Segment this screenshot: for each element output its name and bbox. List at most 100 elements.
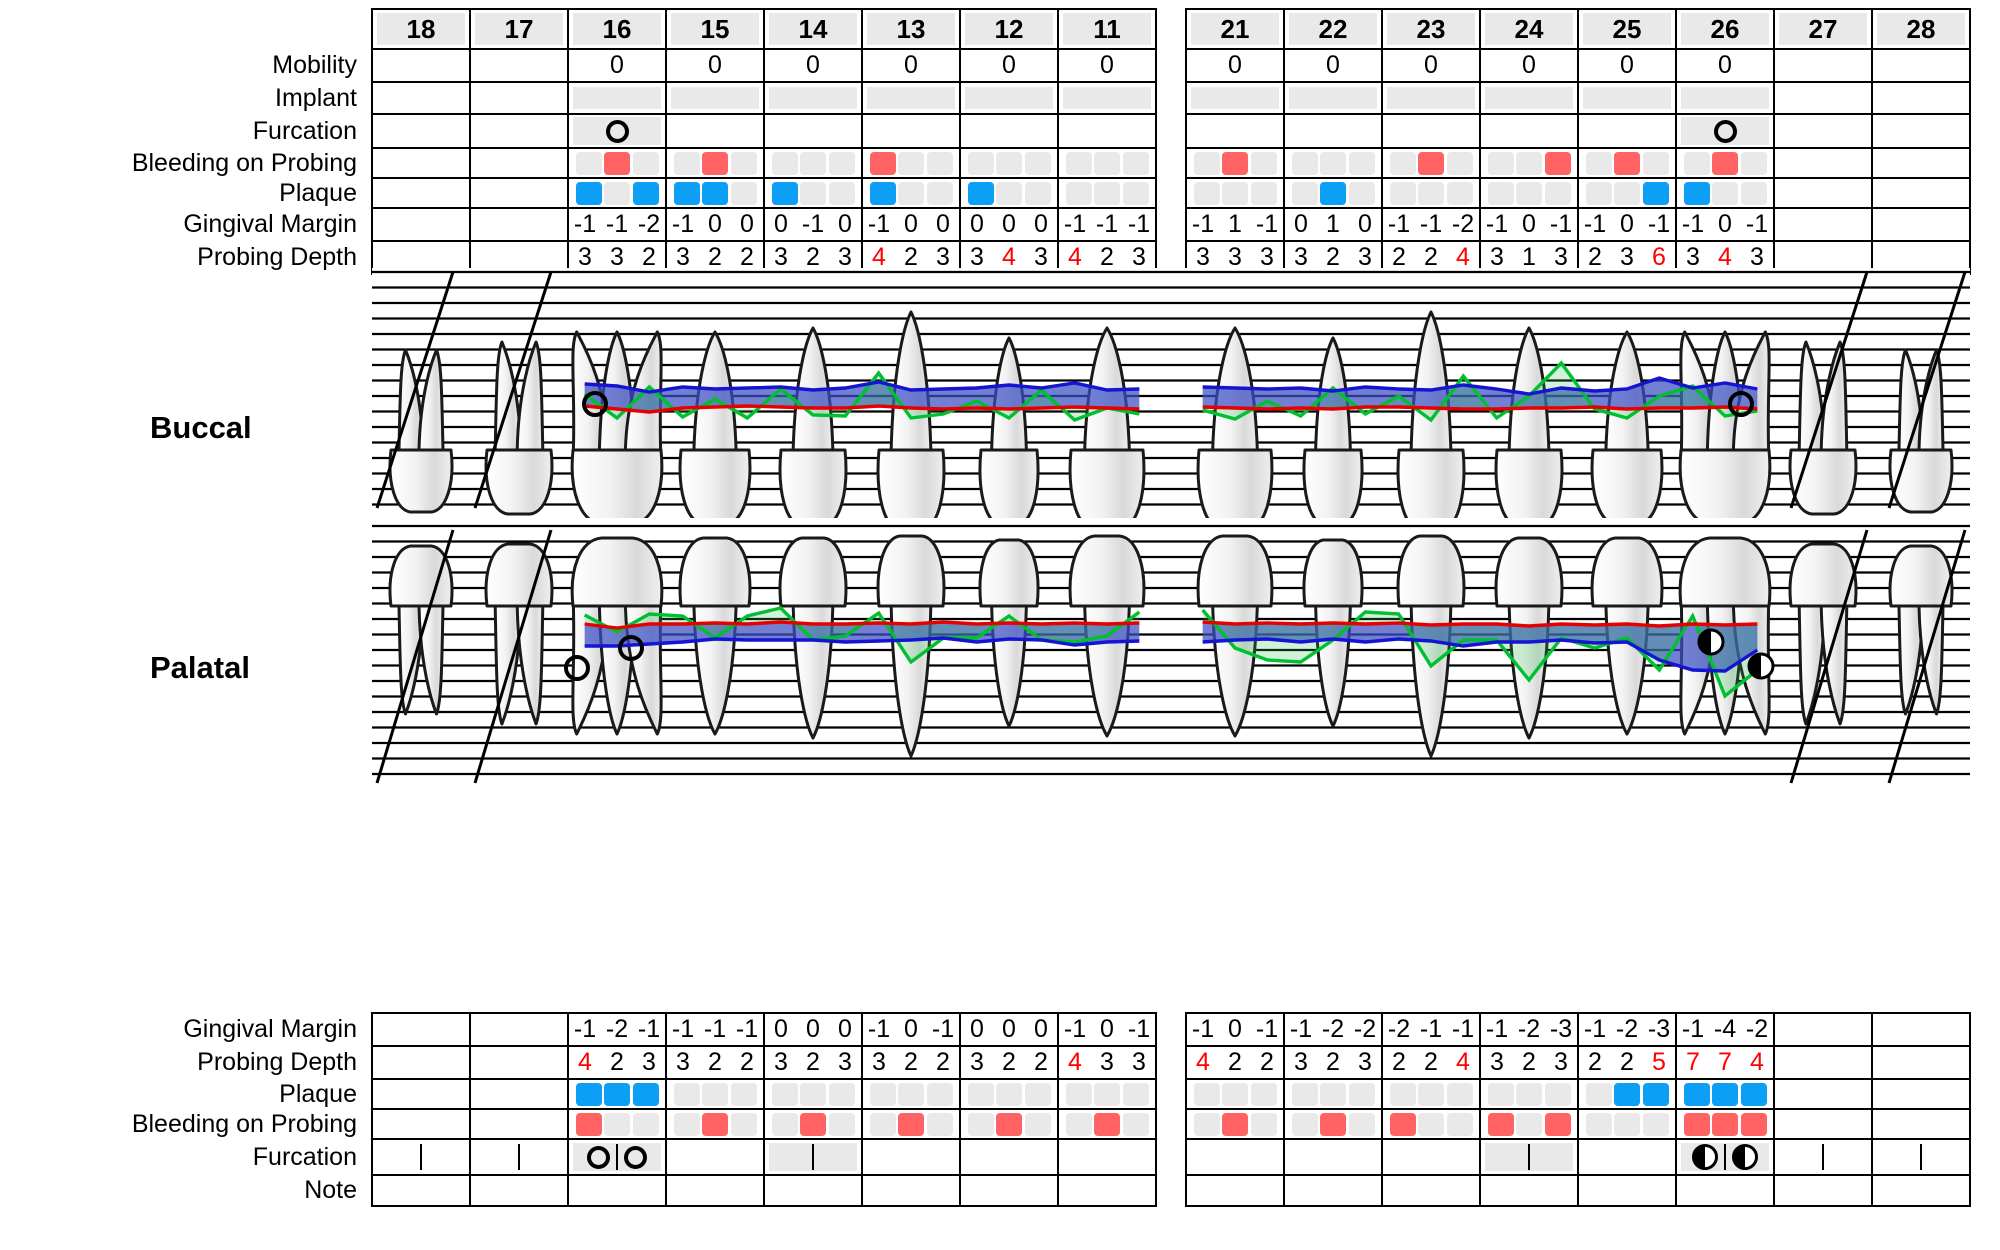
gingival-margin-cell-15-site[interactable]: -1: [671, 210, 695, 238]
probing-depth-cell-13-site[interactable]: 3: [936, 243, 950, 271]
gingival-margin-cell-24-site[interactable]: -1: [1549, 210, 1573, 238]
bleeding-marker[interactable]: [996, 1112, 1022, 1136]
palatal-gingival-margin-cell-11-site[interactable]: 0: [1100, 1015, 1114, 1043]
empty-marker[interactable]: [800, 181, 826, 205]
empty-marker[interactable]: [1250, 181, 1277, 205]
probing-depth-cell-12-site[interactable]: 3: [1034, 243, 1048, 271]
palatal-furcation-cell-12[interactable]: [959, 1138, 1059, 1176]
palatal-gingival-margin-cell-26[interactable]: -1-4-2: [1675, 1012, 1775, 1047]
mobility-cell-26[interactable]: 0: [1675, 48, 1775, 83]
empty-marker[interactable]: [828, 1082, 855, 1106]
empty-marker[interactable]: [1222, 181, 1248, 205]
empty-marker[interactable]: [1418, 181, 1444, 205]
empty-marker[interactable]: [1024, 1082, 1051, 1106]
empty-marker[interactable]: [926, 1082, 953, 1106]
palatal-probing-depth-cell-27[interactable]: [1773, 1045, 1873, 1080]
palatal-plaque-cell-17[interactable]: [469, 1078, 569, 1110]
empty-marker[interactable]: [1094, 151, 1120, 175]
probing-depth-cell-16-site[interactable]: 3: [578, 243, 592, 271]
bleeding-cell-11[interactable]: [1057, 147, 1157, 179]
probing-depth-cell-15-site[interactable]: 2: [740, 243, 754, 271]
palatal-gingival-margin-cell-13-site[interactable]: 0: [904, 1015, 918, 1043]
implant-cell-24[interactable]: [1479, 81, 1579, 115]
palatal-plaque-cell-21[interactable]: [1185, 1078, 1285, 1110]
note-cell-21[interactable]: [1185, 1174, 1285, 1207]
palatal-probing-depth-cell-28[interactable]: [1871, 1045, 1971, 1080]
gingival-margin-cell-12-site[interactable]: 0: [1002, 210, 1016, 238]
palatal-probing-depth-cell-23-site[interactable]: 2: [1392, 1048, 1406, 1076]
empty-marker[interactable]: [1024, 151, 1051, 175]
palatal-bleeding-cell-27[interactable]: [1773, 1108, 1873, 1140]
gingival-margin-cell-23-site[interactable]: -1: [1419, 210, 1443, 238]
empty-marker[interactable]: [1389, 1082, 1416, 1106]
empty-marker[interactable]: [1585, 1112, 1612, 1136]
probing-depth-cell-22-site[interactable]: 2: [1326, 243, 1340, 271]
gingival-margin-cell-22-site[interactable]: 0: [1358, 210, 1372, 238]
empty-marker[interactable]: [1389, 151, 1416, 175]
palatal-probing-depth-cell-24-site[interactable]: 2: [1522, 1048, 1536, 1076]
palatal-probing-depth-cell-12-site[interactable]: 2: [1002, 1048, 1016, 1076]
palatal-bleeding-cell-12[interactable]: [959, 1108, 1059, 1140]
bleeding-cell-17[interactable]: [469, 147, 569, 179]
furcation-cell-25[interactable]: [1577, 113, 1677, 149]
plaque-marker[interactable]: [575, 1082, 602, 1106]
probing-depth-cell-25-site[interactable]: 2: [1588, 243, 1602, 271]
palatal-probing-depth-cell-24-site[interactable]: 3: [1554, 1048, 1568, 1076]
gingival-margin-cell-22-site[interactable]: 0: [1294, 210, 1308, 238]
tooth-number-11[interactable]: 11: [1057, 8, 1157, 50]
note-cell-23[interactable]: [1381, 1174, 1481, 1207]
bleeding-marker[interactable]: [869, 151, 896, 175]
palatal-gingival-margin-cell-16-site[interactable]: -1: [573, 1015, 597, 1043]
palatal-furcation-cell-11[interactable]: [1057, 1138, 1157, 1176]
furcation-cell-14[interactable]: [763, 113, 863, 149]
bleeding-cell-24[interactable]: [1479, 147, 1579, 179]
empty-marker[interactable]: [1024, 1112, 1051, 1136]
gingival-margin-cell-22-site[interactable]: 1: [1326, 210, 1340, 238]
empty-marker[interactable]: [1193, 151, 1220, 175]
bleeding-marker[interactable]: [1389, 1112, 1416, 1136]
probing-depth-cell-14-site[interactable]: 2: [806, 243, 820, 271]
palatal-gingival-margin-cell-15-site[interactable]: -1: [735, 1015, 759, 1043]
empty-marker[interactable]: [771, 1112, 798, 1136]
empty-marker[interactable]: [828, 181, 855, 205]
plaque-marker[interactable]: [632, 181, 659, 205]
gingival-margin-cell-26-site[interactable]: 0: [1718, 210, 1732, 238]
palatal-bleeding-cell-24[interactable]: [1479, 1108, 1579, 1140]
empty-marker[interactable]: [575, 151, 602, 175]
empty-marker[interactable]: [604, 1112, 630, 1136]
palatal-bleeding-cell-28[interactable]: [1871, 1108, 1971, 1140]
palatal-plaque-cell-13[interactable]: [861, 1078, 961, 1110]
furcation-cell-11[interactable]: [1057, 113, 1157, 149]
plaque-cell-27[interactable]: [1773, 177, 1873, 209]
tooth-number-21[interactable]: 21: [1185, 8, 1285, 50]
palatal-plaque-cell-18[interactable]: [371, 1078, 471, 1110]
palatal-bleeding-cell-15[interactable]: [665, 1108, 765, 1140]
probing-depth-cell-14-site[interactable]: 3: [838, 243, 852, 271]
bleeding-cell-18[interactable]: [371, 147, 471, 179]
palatal-furcation-cell-25[interactable]: [1577, 1138, 1677, 1176]
palatal-plaque-cell-16[interactable]: [567, 1078, 667, 1110]
empty-marker[interactable]: [1065, 151, 1092, 175]
empty-marker[interactable]: [898, 151, 924, 175]
palatal-gingival-margin-cell-11-site[interactable]: -1: [1063, 1015, 1087, 1043]
palatal-gingival-margin-cell-22-site[interactable]: -1: [1289, 1015, 1313, 1043]
probing-depth-cell-16-site[interactable]: 2: [642, 243, 656, 271]
empty-marker[interactable]: [1446, 181, 1473, 205]
empty-marker[interactable]: [1348, 1082, 1375, 1106]
palatal-plaque-cell-25[interactable]: [1577, 1078, 1677, 1110]
empty-marker[interactable]: [1585, 1082, 1612, 1106]
empty-marker[interactable]: [1320, 1082, 1346, 1106]
palatal-probing-depth-cell-26-site[interactable]: 4: [1750, 1048, 1764, 1076]
empty-marker[interactable]: [632, 151, 659, 175]
palatal-probing-depth-cell-11-site[interactable]: 3: [1132, 1048, 1146, 1076]
probing-depth-cell-26-site[interactable]: 4: [1718, 243, 1732, 271]
probing-depth-cell-22-site[interactable]: 3: [1294, 243, 1308, 271]
empty-marker[interactable]: [730, 181, 757, 205]
